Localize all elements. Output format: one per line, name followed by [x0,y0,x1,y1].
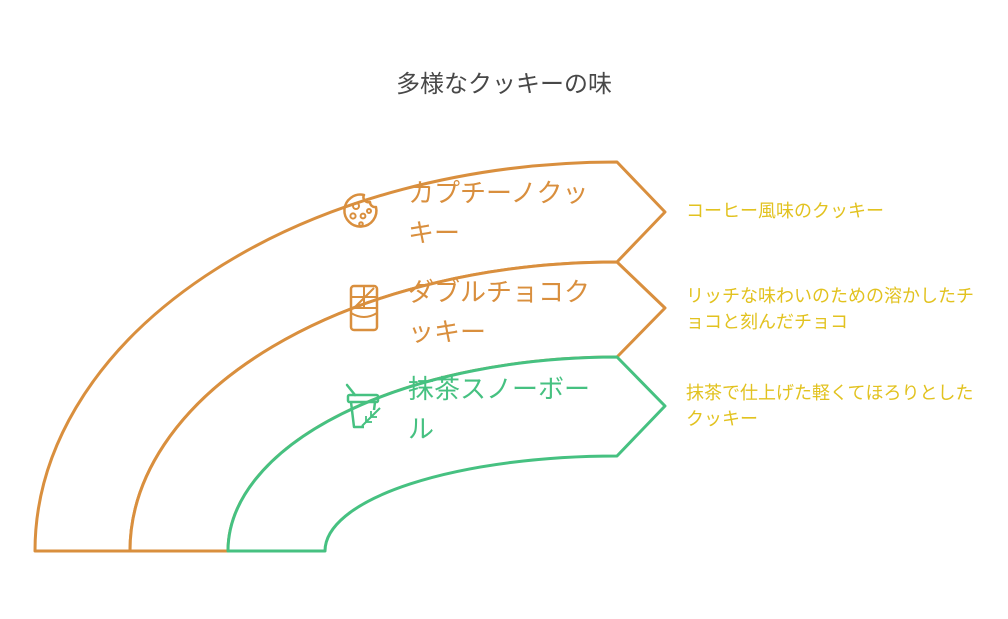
item-desc-double-chocolate: リッチな味わいのための溶かしたチョコと刻んだチョコ [686,286,974,333]
item-desc-matcha: 抹茶で仕上げた軽くてほろりとしたクッキー [686,383,974,430]
band-matcha [226,355,667,553]
chocolate-bar-icon [349,284,379,332]
matcha-drink-icon [345,383,381,429]
item-label-cappuccino: カプチーノクッキー [408,179,589,249]
diagram-title: 多様なクッキーの味 [396,70,612,98]
item-desc-cappuccino: コーヒー風味のクッキー [686,201,884,222]
item-label-matcha: 抹茶スノーボール [408,375,591,445]
item-label-double-chocolate: ダブルチョコクッキー [408,278,591,348]
cookie-icon [343,193,378,228]
